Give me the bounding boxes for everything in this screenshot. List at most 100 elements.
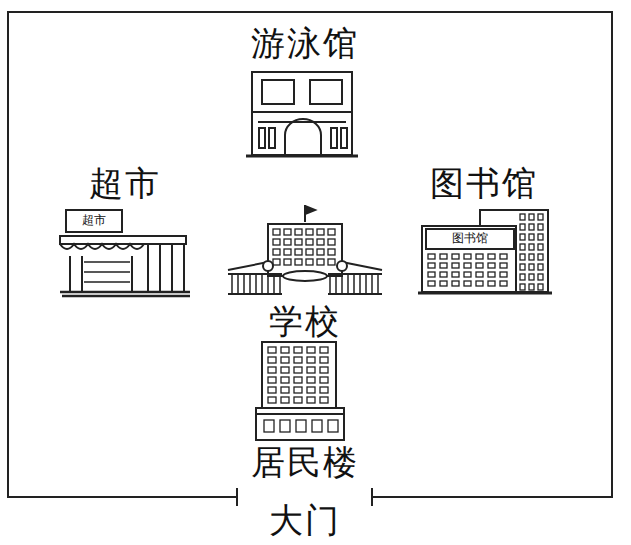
fence-bar — [377, 274, 379, 294]
window — [476, 263, 483, 268]
fence-bar — [279, 274, 281, 294]
window — [281, 397, 289, 403]
fence-bar — [353, 274, 355, 294]
window — [320, 367, 328, 373]
window — [328, 239, 335, 245]
window — [284, 229, 291, 235]
window — [294, 397, 302, 403]
window — [317, 259, 324, 265]
fence-bar — [261, 274, 263, 294]
window — [520, 244, 525, 250]
window — [520, 214, 525, 220]
fence-bar — [231, 274, 233, 294]
shop-sign: 图书馆 — [451, 232, 489, 245]
window — [295, 239, 302, 245]
window — [273, 249, 280, 255]
window — [320, 387, 328, 393]
window — [538, 284, 543, 290]
window — [295, 249, 302, 255]
place-name: 游泳馆 — [248, 25, 362, 62]
window — [273, 229, 280, 235]
fence-bar — [267, 274, 269, 294]
fence-bar — [329, 274, 331, 294]
window — [464, 281, 471, 286]
window — [464, 263, 471, 268]
window — [306, 249, 313, 255]
fence-bar — [237, 274, 239, 294]
window — [520, 264, 525, 270]
window — [312, 420, 322, 432]
window — [306, 239, 313, 245]
shop-sign: 超市 — [81, 214, 107, 227]
window — [273, 239, 280, 245]
window — [294, 387, 302, 393]
window — [294, 367, 302, 373]
window — [529, 284, 534, 290]
window — [529, 234, 534, 240]
window — [328, 229, 335, 235]
window — [307, 387, 315, 393]
window — [520, 254, 525, 260]
window — [538, 244, 543, 250]
window — [328, 420, 338, 432]
window — [328, 249, 335, 255]
residential-building-icon — [256, 342, 344, 440]
window — [500, 263, 507, 268]
window — [294, 377, 302, 383]
fence-bar — [371, 274, 373, 294]
fence-bar — [243, 274, 245, 294]
window — [294, 347, 302, 353]
window — [500, 272, 507, 277]
window — [452, 281, 459, 286]
place-name: 居民楼 — [248, 444, 362, 481]
window — [306, 229, 313, 235]
window — [268, 387, 276, 393]
window — [476, 272, 483, 277]
window — [268, 397, 276, 403]
window — [307, 377, 315, 383]
window — [520, 234, 525, 240]
window — [452, 263, 459, 268]
window — [529, 274, 534, 280]
window — [529, 264, 534, 270]
window — [280, 420, 290, 432]
window — [452, 272, 459, 277]
window — [320, 347, 328, 353]
window — [538, 234, 543, 240]
window — [476, 281, 483, 286]
place-name: 大门 — [266, 502, 344, 539]
window — [264, 420, 274, 432]
window — [307, 367, 315, 373]
window — [464, 272, 471, 277]
window — [296, 420, 306, 432]
window — [307, 357, 315, 363]
window — [488, 254, 495, 259]
window — [428, 272, 435, 277]
window — [284, 259, 291, 265]
fence-bar — [335, 274, 337, 294]
map-frame — [8, 12, 612, 497]
window — [529, 224, 534, 230]
window — [294, 357, 302, 363]
place-name: 超市 — [86, 165, 164, 202]
window — [281, 377, 289, 383]
window — [520, 274, 525, 280]
window — [320, 397, 328, 403]
window — [488, 263, 495, 268]
window — [428, 254, 435, 259]
window — [538, 224, 543, 230]
window — [529, 244, 534, 250]
window — [320, 377, 328, 383]
window — [440, 263, 447, 268]
window — [320, 357, 328, 363]
window — [538, 214, 543, 220]
place-name: 学校 — [266, 303, 344, 340]
library-icon — [418, 210, 552, 293]
window — [520, 224, 525, 230]
window — [281, 387, 289, 393]
fence-bar — [273, 274, 275, 294]
fence-bar — [255, 274, 257, 294]
window — [440, 272, 447, 277]
window — [295, 259, 302, 265]
